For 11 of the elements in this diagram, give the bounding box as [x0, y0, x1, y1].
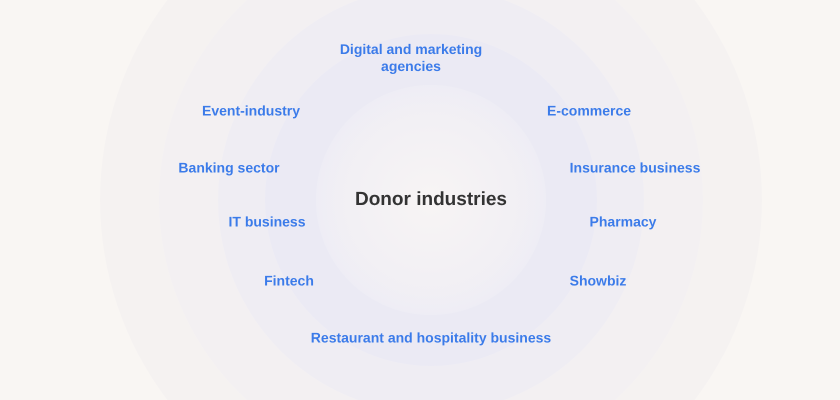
- industry-label: Event-industry: [202, 102, 300, 120]
- center-title: Donor industries: [354, 189, 507, 211]
- industry-label: IT business: [228, 214, 306, 230]
- industry-label: Pharmacy: [590, 214, 656, 230]
- industry-label: Digital and marketing agencies: [338, 41, 484, 75]
- industry-label: Fintech: [264, 272, 314, 290]
- industry-label: Insurance business: [570, 160, 700, 176]
- industry-label: Banking sector: [178, 160, 280, 176]
- industry-label: Showbiz: [570, 272, 626, 290]
- industry-label: E-commerce: [546, 102, 632, 120]
- industry-label: Restaurant and hospitality business: [310, 330, 552, 346]
